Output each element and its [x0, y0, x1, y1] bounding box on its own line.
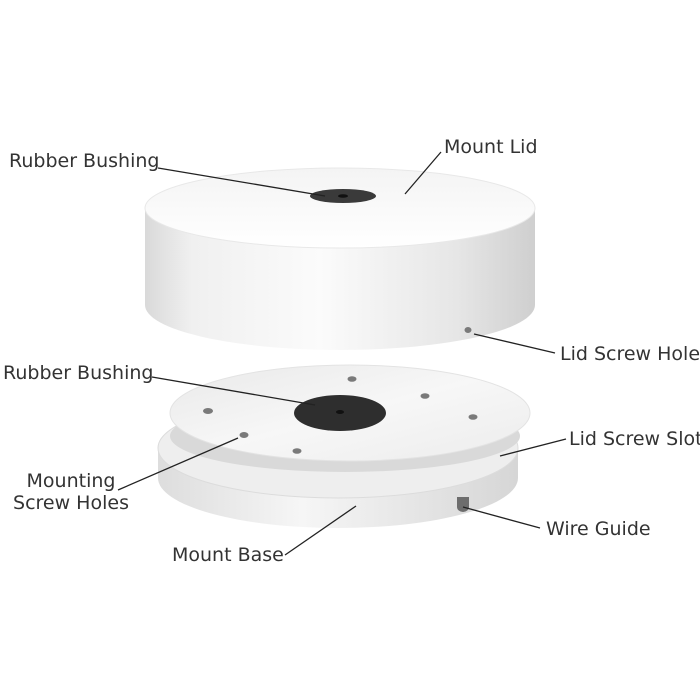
mounting-screw-hole — [347, 376, 357, 382]
mounting-screw-hole — [203, 408, 213, 414]
mounting-screw-hole — [420, 393, 430, 399]
leader-rubber-bushing-base — [151, 376, 316, 406]
leader-mount-lid — [404, 151, 442, 195]
base-bushing-center — [336, 410, 344, 414]
leader-mounting-screw-holes — [117, 437, 239, 491]
lid-side — [145, 208, 535, 350]
mount-lid — [144, 167, 536, 350]
leader-wire-guide — [462, 506, 541, 529]
leader-mount-base — [284, 505, 357, 556]
label-mounting-screw-holes-line2: Screw Holes — [13, 492, 129, 514]
label-mount-base: Mount Base — [172, 544, 284, 566]
label-lid-screw-hole: Lid Screw Hole — [560, 343, 700, 365]
mounting-screw-hole — [292, 448, 302, 454]
mount-base — [157, 364, 531, 528]
wire-guide-notch — [457, 497, 469, 512]
label-lid-screw-slot: Lid Screw Slot — [569, 428, 700, 450]
label-rubber-bushing-base: Rubber Bushing — [3, 362, 154, 384]
label-mounting-screw-holes-line1: Mounting — [26, 470, 116, 492]
lid-screw-hole — [464, 327, 472, 333]
leader-lid-screw-slot — [499, 438, 567, 457]
label-mounting-screw-holes: Mounting Screw Holes — [0, 470, 142, 514]
leader-lines — [117, 151, 567, 556]
label-wire-guide: Wire Guide — [546, 518, 651, 540]
leader-rubber-bushing-top — [157, 167, 326, 197]
lid-bushing-center — [338, 194, 348, 198]
label-rubber-bushing-top: Rubber Bushing — [9, 150, 160, 172]
lid-top — [144, 167, 536, 249]
mounting-screw-hole — [239, 432, 249, 438]
mounting-screw-hole — [468, 414, 478, 420]
leader-lid-screw-hole — [473, 333, 556, 354]
label-mount-lid: Mount Lid — [444, 136, 538, 158]
